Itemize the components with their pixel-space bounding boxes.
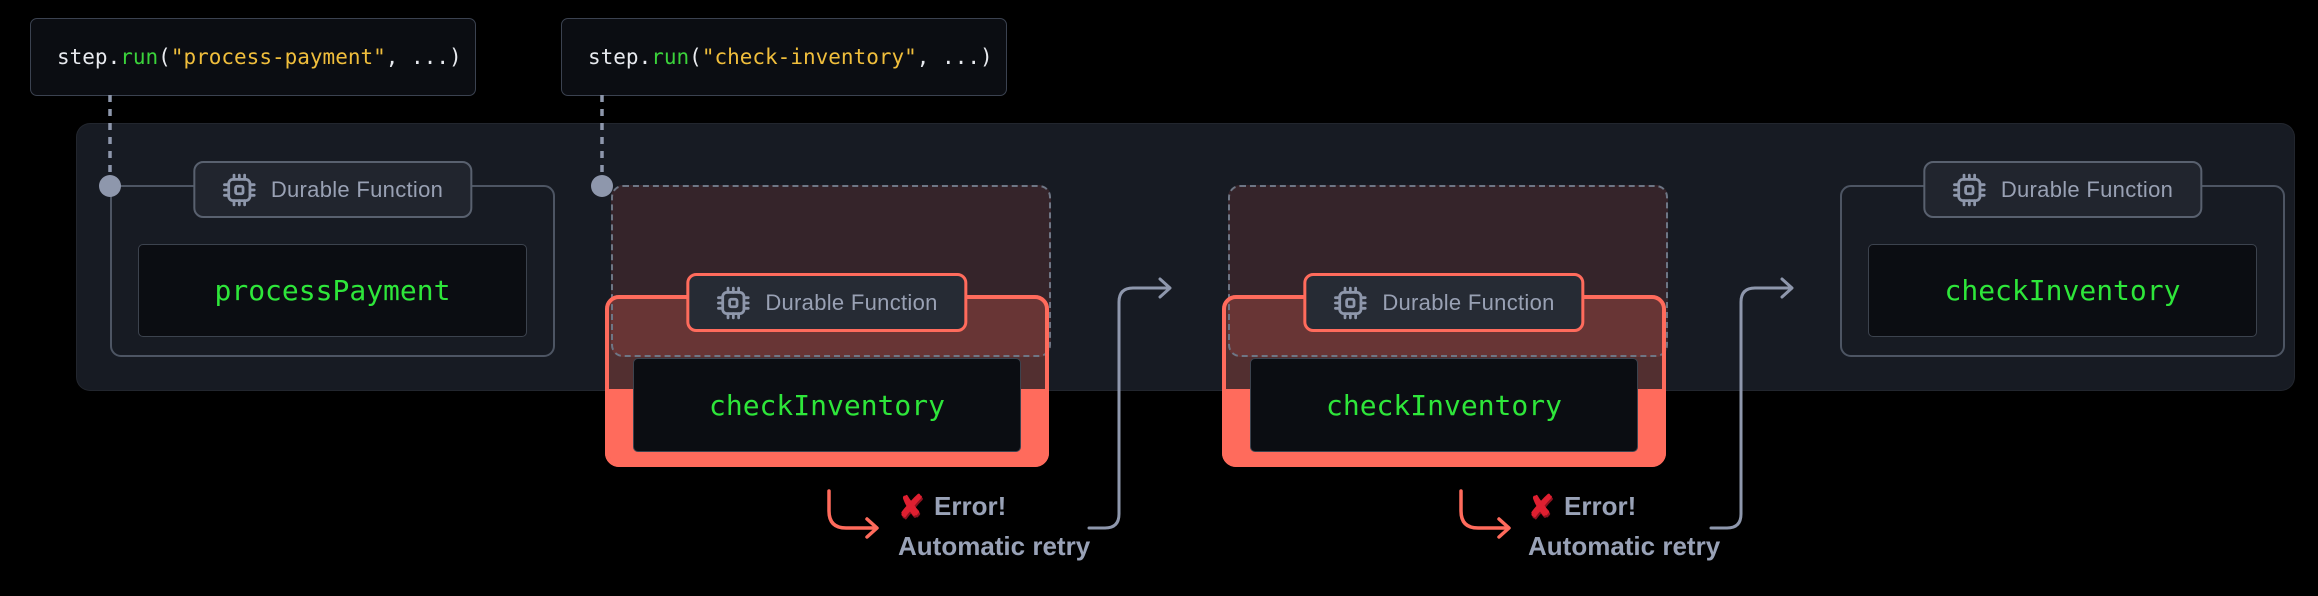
durable-function-group-process-payment: Durable Function processPayment xyxy=(110,161,555,357)
error-title: Error! xyxy=(933,490,1007,521)
code-token-dot: . xyxy=(107,45,121,69)
function-name-box: checkInventory xyxy=(1868,244,2257,337)
cpu-chip-icon xyxy=(1952,173,1986,206)
error-annotation-2: ✘ Error! Automatic retry xyxy=(1528,489,1720,562)
function-name: checkInventory xyxy=(1325,388,1562,422)
automatic-retry-label: Automatic retry xyxy=(1528,531,1721,561)
error-x-icon: ✘ xyxy=(898,488,924,524)
durable-function-label: Durable Function xyxy=(765,289,938,315)
function-name-box: checkInventory xyxy=(633,358,1021,452)
code-token-string-arg: "check-inventory" xyxy=(701,45,917,69)
code-token-object: step xyxy=(588,45,639,69)
function-name-box: processPayment xyxy=(138,244,527,337)
durable-function-badge: Durable Function xyxy=(192,161,473,218)
code-token-method: run xyxy=(120,45,159,69)
failed-function-group-attempt-1: Durable Function checkInventory xyxy=(605,185,1051,467)
error-arrow-2 xyxy=(1459,489,1510,530)
durable-function-badge: Durable Function xyxy=(686,273,968,332)
code-token-open-paren: ( xyxy=(689,45,702,69)
cpu-chip-icon xyxy=(1334,286,1367,319)
code-snippet-check-inventory: step.run("check-inventory", ...) xyxy=(561,18,1007,96)
error-x-icon: ✘ xyxy=(1528,488,1554,524)
function-name: checkInventory xyxy=(708,388,945,422)
code-token-object: step xyxy=(57,45,108,69)
error-title: Error! xyxy=(1563,490,1637,521)
function-name: checkInventory xyxy=(1944,274,2181,307)
error-arrow-2-head xyxy=(1497,517,1511,539)
error-annotation-1: ✘ Error! Automatic retry xyxy=(898,489,1090,562)
code-snippet-process-payment: step.run("process-payment", ...) xyxy=(30,18,476,96)
function-name: processPayment xyxy=(214,274,451,307)
code-token-open-paren: ( xyxy=(158,45,171,69)
code-token-method: run xyxy=(651,45,690,69)
code-token-dot: . xyxy=(638,45,652,69)
cpu-chip-icon xyxy=(222,173,256,206)
code-token-close: , ...) xyxy=(916,45,993,69)
function-name-box: checkInventory xyxy=(1250,358,1638,452)
code-token-close: , ...) xyxy=(385,45,462,69)
durable-function-label: Durable Function xyxy=(270,176,444,202)
durable-function-group-check-inventory: Durable Function checkInventory xyxy=(1840,161,2285,357)
durable-function-label: Durable Function xyxy=(1382,289,1555,315)
durable-function-badge: Durable Function xyxy=(1303,273,1585,332)
code-token-string-arg: "process-payment" xyxy=(170,45,386,69)
durable-function-label: Durable Function xyxy=(2000,176,2174,202)
failed-function-group-attempt-2: Durable Function checkInventory xyxy=(1222,185,1668,467)
error-arrow-1 xyxy=(827,489,878,530)
durable-function-badge: Durable Function xyxy=(1922,161,2203,218)
error-arrow-1-head xyxy=(865,517,879,539)
automatic-retry-label: Automatic retry xyxy=(898,531,1091,561)
cpu-chip-icon xyxy=(717,286,750,319)
